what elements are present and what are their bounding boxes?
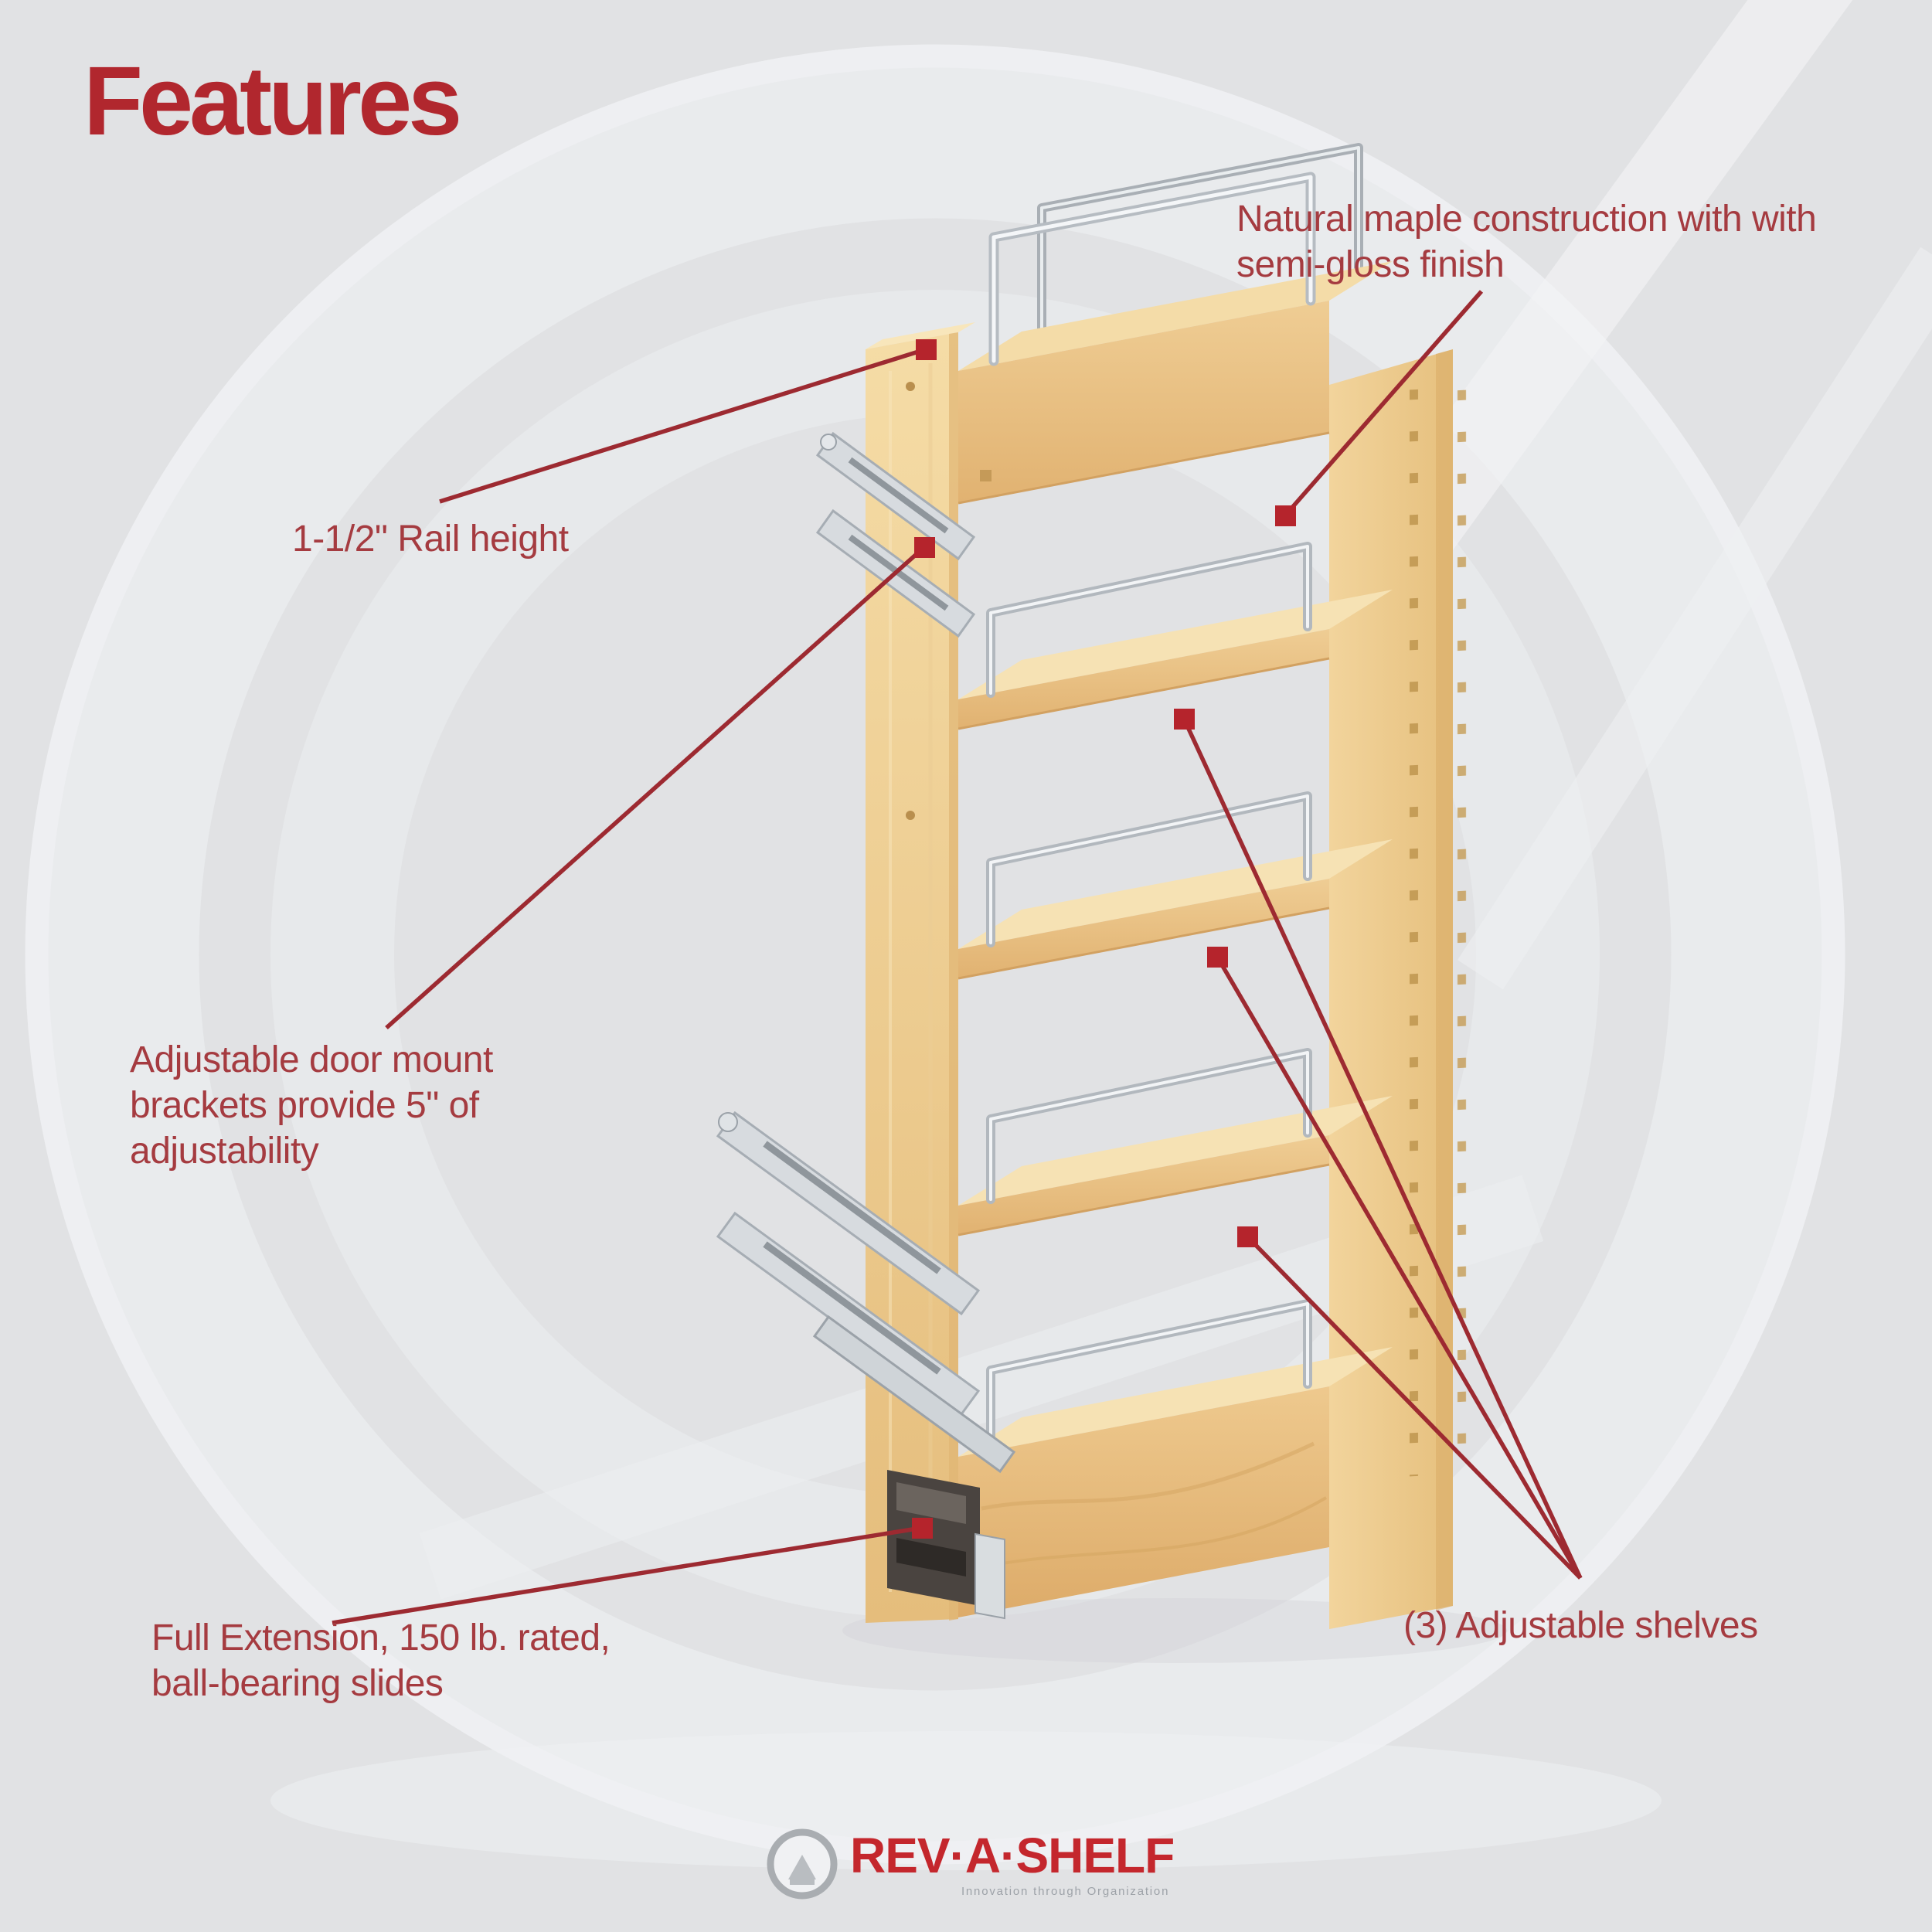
shelf	[957, 1048, 1393, 1236]
callout-marker-shelf-2	[1207, 947, 1228, 968]
brand-logo: REV·A·SHELF Innovation through Organizat…	[767, 1827, 1175, 1900]
watermark-swoosh-right	[1458, 247, 1932, 990]
callout-line-shelf-3	[1246, 1235, 1582, 1580]
callout-label-line: Natural maple construction with with	[1236, 199, 1817, 240]
callout-label-rail-height: 1-1/2" Rail height	[292, 516, 569, 562]
wood-grain	[973, 1496, 1328, 1570]
rev-a-shelf-logo-icon	[767, 1828, 838, 1900]
callout-label-line: Full Extension, 150 lb. rated,	[151, 1617, 611, 1658]
callout-markers	[912, 339, 1296, 1539]
logo-text-block: REV·A·SHELF Innovation through Organizat…	[850, 1827, 1175, 1898]
top-header	[918, 143, 1393, 505]
callout-label-line: (3) Adjustable shelves	[1403, 1605, 1758, 1646]
callout-label-full-extension: Full Extension, 150 lb. rated, ball-bear…	[151, 1615, 611, 1706]
callout-marker-rail-height	[916, 339, 937, 360]
background-watermark	[25, 0, 1932, 1870]
watermark-floor-glow	[270, 1731, 1662, 1870]
door-mount-bracket-lower	[716, 1111, 1016, 1474]
bracket-slot	[763, 1241, 941, 1375]
watermark-swoosh-top-right	[1342, 0, 1866, 608]
callout-line-full-extension	[332, 1526, 923, 1625]
bracket-knob	[718, 1112, 738, 1132]
base-box	[958, 1299, 1393, 1617]
bracket-slot	[763, 1141, 941, 1274]
callout-label-line: adjustability	[130, 1131, 319, 1172]
callout-label-door-mount: Adjustable door mount brackets provide 5…	[130, 1037, 493, 1174]
callout-line-natural-maple	[1283, 290, 1484, 517]
callout-label-line: ball-bearing slides	[151, 1663, 444, 1704]
dowel	[980, 470, 992, 481]
callout-lines	[332, 290, 1583, 1625]
callout-marker-natural-maple	[1275, 505, 1296, 526]
watermark-swoosh-bottom	[419, 1175, 1544, 1600]
wood-grain	[981, 1441, 1315, 1511]
bracket-slot	[848, 457, 949, 534]
callout-marker-shelf-3	[1237, 1226, 1258, 1247]
callout-marker-shelf-1	[1174, 709, 1195, 730]
callout-marker-door-mount	[914, 537, 935, 558]
callout-line-shelf-2	[1215, 955, 1583, 1580]
callout-line-shelf-1	[1182, 717, 1583, 1580]
screw	[906, 382, 915, 391]
slide-bracket	[975, 1532, 1005, 1620]
screw	[906, 811, 915, 820]
callout-label-line: 1-1/2" Rail height	[292, 519, 569, 560]
callout-marker-full-extension	[912, 1518, 933, 1539]
callout-label-natural-maple: Natural maple construction with with sem…	[1236, 196, 1817, 287]
callout-label-line: Adjustable door mount	[130, 1039, 493, 1080]
slide-rail	[812, 1315, 1016, 1474]
bracket-knob	[820, 434, 837, 451]
shelf	[957, 791, 1393, 980]
callout-line-rail-height	[439, 347, 927, 504]
callout-label-adjustable-shelves: (3) Adjustable shelves	[1403, 1603, 1758, 1648]
page-title: Features	[83, 46, 462, 155]
callout-line-door-mount	[385, 545, 926, 1030]
logo-tagline: Innovation through Organization	[961, 1884, 1170, 1898]
logo-wordmark: REV·A·SHELF	[850, 1827, 1175, 1883]
callout-label-line: brackets provide 5" of	[130, 1085, 479, 1126]
bottom-slide	[887, 1470, 1005, 1620]
shelf	[957, 542, 1393, 730]
shelf-pin-holes	[1366, 360, 1467, 1479]
callout-label-line: semi-gloss finish	[1236, 244, 1505, 285]
